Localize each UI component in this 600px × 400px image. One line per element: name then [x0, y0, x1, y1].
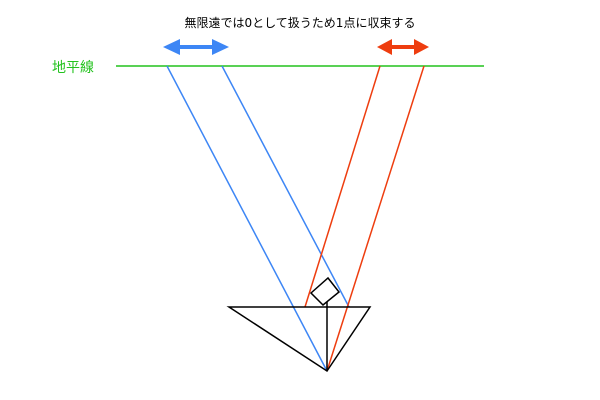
blue-double-arrow-icon	[163, 39, 229, 55]
horizon-label: 地平線	[52, 60, 94, 76]
red-double-arrow-icon	[377, 39, 429, 55]
red-line-left	[304, 65, 381, 308]
blue-line-left	[166, 65, 328, 372]
viewer-head-icon	[309, 276, 341, 307]
caption-text: 無限遠では0として扱うため1点に収束する	[185, 15, 416, 30]
blue-line-right	[221, 65, 350, 308]
red-line-right	[326, 65, 425, 372]
viewer-triangle	[226, 306, 372, 373]
